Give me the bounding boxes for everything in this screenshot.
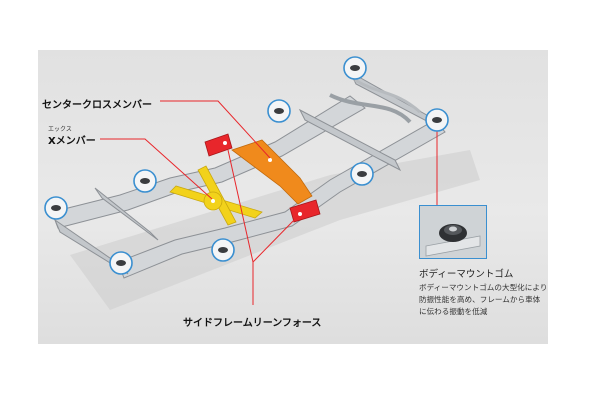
- leader-lines: [100, 100, 438, 305]
- rear-arch: [329, 93, 412, 124]
- left-side-rail: [51, 95, 366, 229]
- center-cross-member-label: センタークロスメンバー: [42, 100, 152, 111]
- side-frame-reinforce-label: サイドフレームリーンフォース: [183, 318, 322, 329]
- rear-cross-member-2: [298, 108, 402, 172]
- inset-description: ボディーマウントゴムの大型化により 防振性能を高め、フレームから車体 に伝わる振…: [419, 282, 579, 318]
- leader-dot: [268, 158, 272, 162]
- leader-dot: [211, 199, 215, 203]
- x-member-ruby: エックス: [48, 126, 72, 133]
- body-mount-closeup: [419, 205, 487, 259]
- front-cross-member-2: [94, 187, 159, 241]
- side-frame-reinforce-left: [204, 133, 233, 157]
- center-cross-member: [231, 139, 313, 205]
- leader-dot: [223, 141, 227, 145]
- inset-description-line: ボディーマウントゴムの大型化により: [419, 283, 548, 292]
- leader-dot: [298, 212, 302, 216]
- body-mount-rubber-icon: [420, 206, 486, 258]
- x-member-leader: [100, 138, 213, 200]
- center-cross-member-leader: [160, 100, 271, 159]
- x-member-label: Xメンバー: [48, 136, 96, 147]
- rear-arch-2: [354, 78, 421, 114]
- inset-description-line: に伝わる振動を低減: [419, 307, 488, 316]
- x-member: [169, 165, 263, 226]
- inset-title: ボディーマウントゴム: [419, 269, 514, 280]
- inset-description-line: 防振性能を高め、フレームから車体: [419, 295, 541, 304]
- right-side-rail: [117, 119, 446, 279]
- body-mount-rubbers: [51, 65, 442, 266]
- side-frame-leader-2: [252, 215, 299, 263]
